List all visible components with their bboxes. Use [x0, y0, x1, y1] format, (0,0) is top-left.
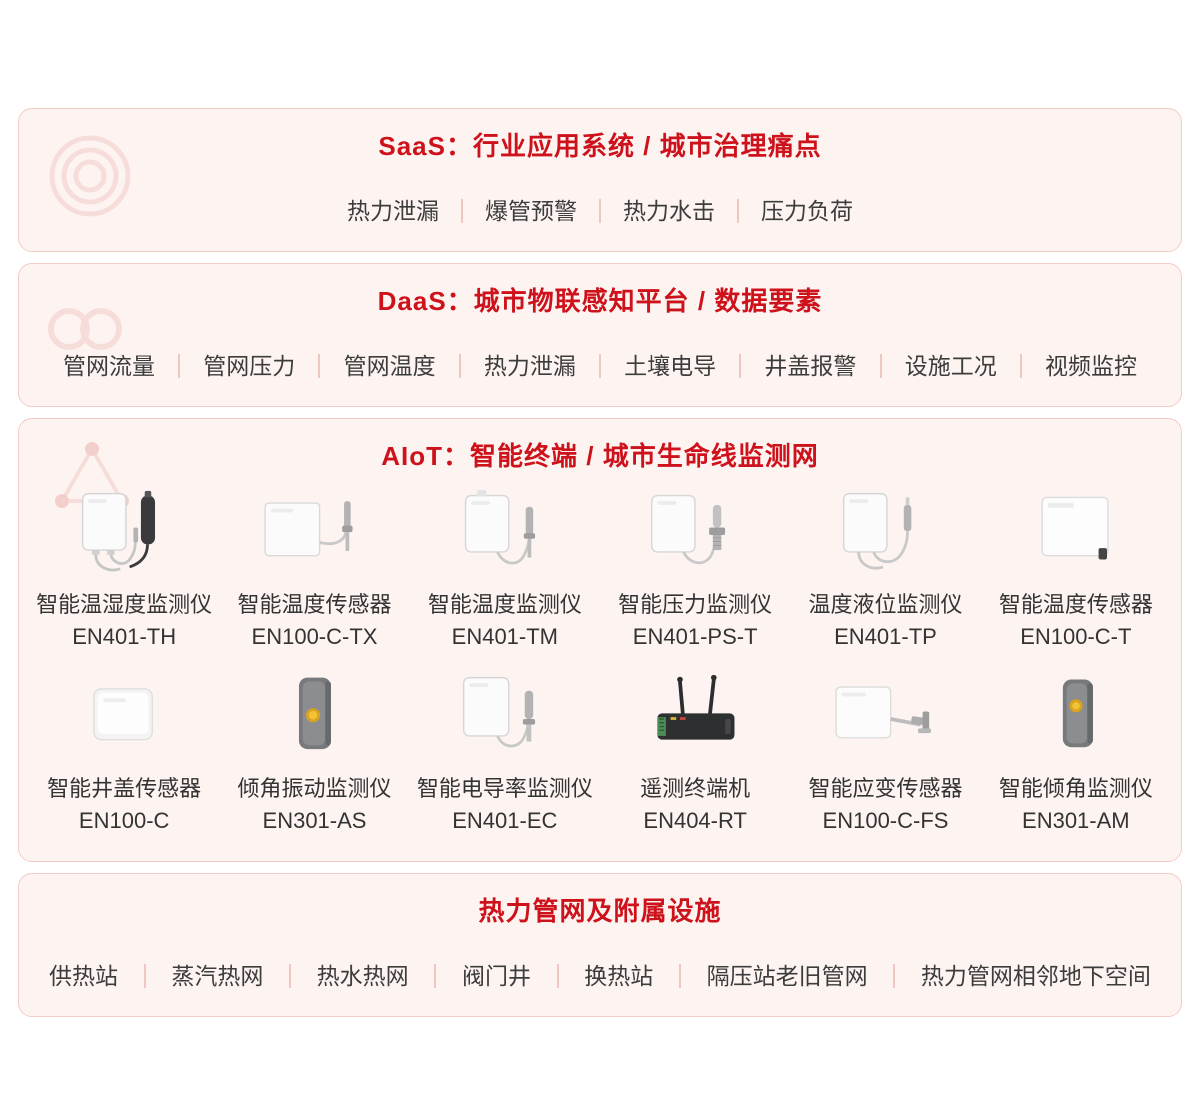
list-item: 热水热网	[316, 963, 409, 989]
list-item: 视频监控	[1044, 353, 1137, 379]
product-name: 智能井盖传感器	[47, 776, 202, 801]
item-separator	[739, 354, 742, 378]
item-separator	[461, 199, 463, 223]
product-card: 智能井盖传感器 EN100-C	[29, 671, 219, 835]
saas-title: SaaS：行业应用系统 / 城市治理痛点	[378, 131, 822, 161]
product-model: EN100-C-FS	[822, 808, 949, 833]
product-model: EN401-PS-T	[632, 624, 758, 649]
temp-sensor-tx-icon	[219, 487, 409, 583]
product-model: EN401-EC	[452, 808, 558, 833]
product-name: 智能温度监测仪	[427, 592, 582, 617]
manhole-sensor-icon	[29, 671, 219, 767]
temp-monitor-icon	[410, 487, 600, 583]
section-daas: DaaS：城市物联感知平台 / 数据要素 管网流量 管网压力 管网温度 热力泄漏 土壤电…	[18, 263, 1182, 407]
list-item: 蒸汽热网	[171, 963, 264, 989]
list-item: 阀门井	[461, 963, 531, 989]
strain-sensor-icon	[790, 671, 980, 767]
temp-sensor-t-icon	[981, 487, 1171, 583]
infinity-deco-icon	[48, 308, 122, 350]
product-name: 倾角振动监测仪	[237, 776, 392, 801]
item-separator	[434, 964, 437, 988]
item-separator	[1019, 354, 1022, 378]
product-card: 遥测终端机 EN404-RT	[600, 671, 790, 835]
daas-title: DaaS：城市物联感知平台 / 数据要素	[377, 286, 823, 316]
item-separator	[598, 354, 601, 378]
item-separator	[893, 964, 896, 988]
list-item: 热力管网相邻地下空间	[920, 963, 1151, 989]
daas-items: 管网流量 管网压力 管网温度 热力泄漏 土壤电导 井盖报警 设施工况 视频监控	[19, 352, 1181, 380]
product-model: EN301-AS	[262, 808, 367, 833]
product-model: EN100-C	[78, 808, 170, 833]
list-item: 热力泄漏	[347, 198, 439, 224]
list-item: 管网压力	[203, 353, 296, 379]
temp-level-monitor-icon	[790, 487, 980, 583]
temp-humidity-monitor-icon	[29, 487, 219, 583]
product-model: EN401-TM	[451, 624, 558, 649]
product-model: EN301-AM	[1022, 808, 1130, 833]
tilt-monitor-icon	[981, 671, 1171, 767]
product-name: 智能压力监测仪	[618, 592, 773, 617]
section-infrastructure: 热力管网及附属设施 供热站 蒸汽热网 热水热网 阀门井 换热站 隔压站老旧管网 热力管网相邻…	[18, 873, 1182, 1017]
list-item: 设施工况	[904, 353, 997, 379]
list-item: 管网温度	[343, 353, 436, 379]
list-item: 热力水击	[623, 198, 715, 224]
aiot-title: AIoT：智能终端 / 城市生命线监测网	[381, 441, 819, 471]
telemetry-terminal-icon	[600, 671, 790, 767]
item-separator	[288, 964, 291, 988]
item-separator	[318, 354, 321, 378]
product-card: 智能温湿度监测仪 EN401-TH	[29, 487, 219, 651]
product-name: 智能温度传感器	[998, 592, 1153, 617]
list-item: 爆管预警	[485, 198, 577, 224]
product-name: 温度液位监测仪	[808, 592, 963, 617]
list-item: 隔压站老旧管网	[706, 963, 868, 989]
product-name: 遥测终端机	[640, 776, 751, 801]
product-card: 倾角振动监测仪 EN301-AS	[219, 671, 409, 835]
infrastructure-items: 供热站 蒸汽热网 热水热网 阀门井 换热站 隔压站老旧管网 热力管网相邻地下空间	[19, 962, 1181, 990]
item-separator	[178, 354, 181, 378]
product-card: 智能应变传感器 EN100-C-FS	[790, 671, 980, 835]
product-model: EN401-TP	[834, 624, 937, 649]
list-item: 换热站	[584, 963, 654, 989]
product-card: 温度液位监测仪 EN401-TP	[790, 487, 980, 651]
list-item: 管网流量	[63, 353, 155, 379]
product-model: EN401-TH	[72, 624, 177, 649]
product-model: EN100-C-TX	[251, 624, 378, 649]
product-card: 智能压力监测仪 EN401-PS-T	[600, 487, 790, 651]
product-card: 智能温度传感器 EN100-C-T	[981, 487, 1171, 651]
product-card: 智能温度传感器 EN100-C-TX	[219, 487, 409, 651]
list-item: 供热站	[49, 963, 118, 989]
item-separator	[556, 964, 559, 988]
saas-items: 热力泄漏 爆管预警 热力水击 压力负荷	[19, 197, 1181, 225]
pressure-monitor-icon	[600, 487, 790, 583]
list-item: 压力负荷	[761, 198, 853, 224]
tilt-vibration-monitor-icon	[219, 671, 409, 767]
item-separator	[737, 199, 739, 223]
product-model: EN404-RT	[643, 808, 747, 833]
item-separator	[678, 964, 681, 988]
list-item: 土壤电导	[624, 353, 717, 379]
item-separator	[599, 199, 601, 223]
product-model: EN100-C-T	[1020, 624, 1132, 649]
product-name: 智能温湿度监测仪	[36, 592, 213, 617]
product-name: 智能应变传感器	[808, 776, 963, 801]
product-card: 智能温度监测仪 EN401-TM	[410, 487, 600, 651]
item-separator	[458, 354, 461, 378]
product-name: 智能电导率监测仪	[416, 776, 593, 801]
infrastructure-title: 热力管网及附属设施	[478, 896, 722, 926]
product-name: 智能温度传感器	[237, 592, 392, 617]
section-saas: SaaS：行业应用系统 / 城市治理痛点 热力泄漏 爆管预警 热力水击 压力负荷	[18, 108, 1182, 252]
item-separator	[143, 964, 146, 988]
product-card: 智能倾角监测仪 EN301-AM	[981, 671, 1171, 835]
target-deco-icon	[49, 135, 131, 217]
conductivity-monitor-icon	[410, 671, 600, 767]
product-grid: 智能温湿度监测仪 EN401-TH 智能温度传感器 EN100-C-TX 智能温度监测仪…	[19, 487, 1181, 835]
product-card: 智能电导率监测仪 EN401-EC	[410, 671, 600, 835]
list-item: 井盖报警	[764, 353, 857, 379]
list-item: 热力泄漏	[483, 353, 576, 379]
item-separator	[879, 354, 882, 378]
product-name: 智能倾角监测仪	[998, 776, 1153, 801]
